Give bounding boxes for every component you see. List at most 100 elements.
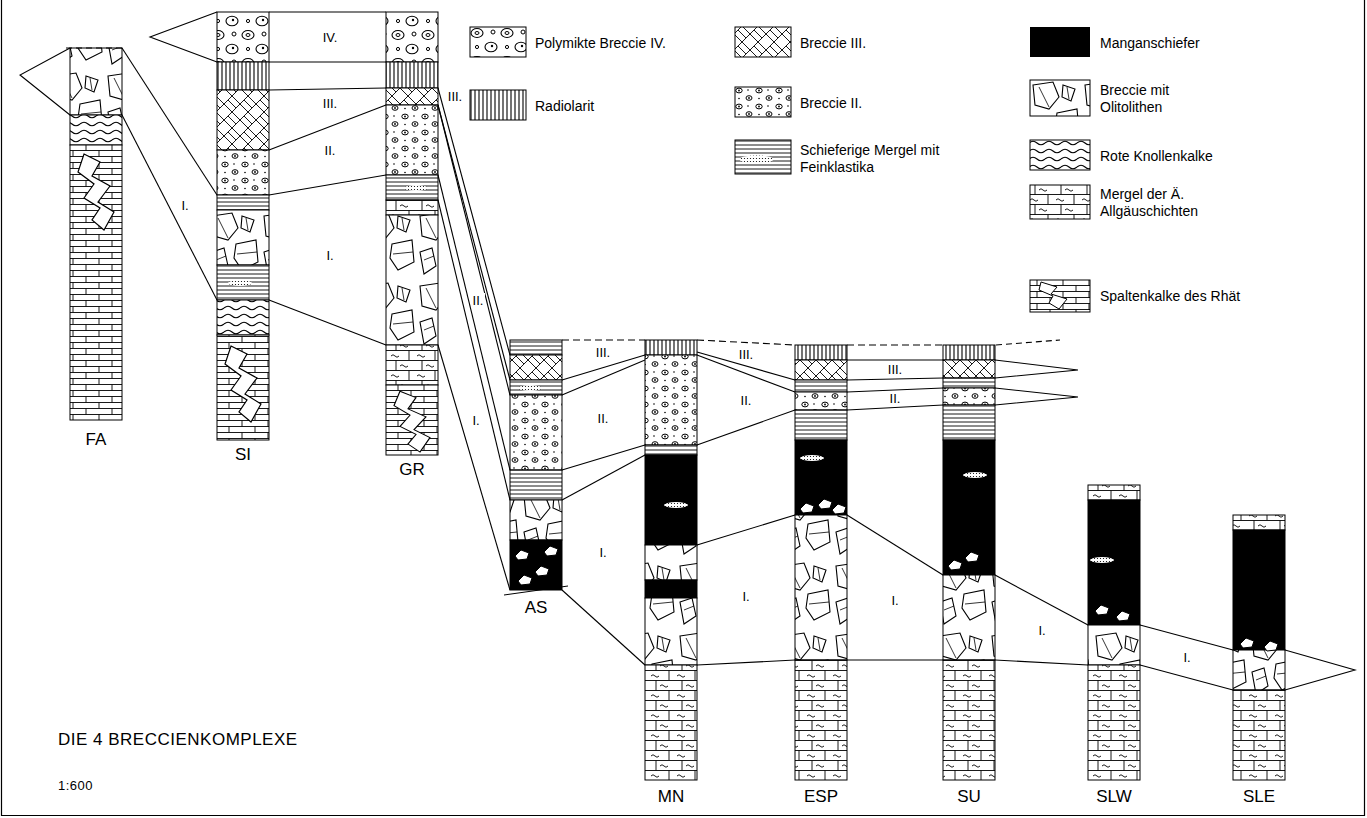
correlation-line [847, 359, 943, 360]
correlation-line [697, 660, 795, 665]
complex-number: II. [739, 393, 754, 408]
complex-number: III. [737, 347, 755, 362]
stratigraphic-column: FA [70, 48, 122, 451]
legend-swatch [469, 89, 527, 121]
legend-swatch [734, 86, 792, 118]
legend-pattern [470, 90, 526, 120]
legend-text: Polymikte Breccie IV. [535, 35, 666, 52]
complex-number: I. [1181, 650, 1192, 665]
complex-number: I. [470, 413, 481, 428]
legend-pattern [735, 140, 791, 174]
column-as [504, 340, 568, 595]
correlation-line [438, 345, 510, 590]
legend-swatch [1030, 27, 1090, 57]
correlation-line [847, 344, 943, 345]
legend-text: Schieferige Mergel mit Feinklastika [800, 142, 950, 176]
correlation-line [438, 200, 510, 500]
correlation-line [697, 515, 795, 545]
stratigraphic-column: SU [943, 345, 995, 808]
legend-swatch [1029, 279, 1091, 313]
correlation-line [122, 115, 217, 300]
column-label: AS [525, 597, 548, 619]
legend-pattern [735, 27, 791, 57]
column-label: SI [235, 444, 251, 466]
complex-number: III. [594, 345, 612, 360]
stratigraphic-column: SLW [1088, 485, 1140, 808]
correlation-line [269, 11, 386, 12]
complex-number: I. [179, 198, 190, 213]
complex-number: I. [324, 248, 335, 263]
legend-swatch [1029, 184, 1091, 220]
legend-text: Breccie II. [800, 95, 862, 112]
correlation-line [1140, 665, 1233, 690]
legend-swatch [1029, 139, 1091, 171]
stratigraphic-column: SI [217, 12, 269, 466]
legend-swatch [1029, 79, 1091, 117]
correlation-line [269, 61, 386, 62]
complex-number: I. [597, 545, 608, 560]
correlation-line [269, 175, 386, 195]
correlation-line [847, 378, 943, 380]
legend-swatch [734, 139, 792, 175]
legend-pattern [735, 87, 791, 117]
correlation-line [1140, 625, 1233, 650]
correlation-line [847, 659, 943, 660]
legend-swatch [734, 26, 792, 58]
column-esp [795, 345, 847, 780]
complex-number: IV. [321, 30, 340, 45]
column-si [217, 12, 269, 440]
stratigraphic-column: SLE [1233, 515, 1285, 808]
correlation-line [995, 660, 1088, 665]
complex-number: II. [596, 411, 611, 426]
column-label: ESP [804, 786, 838, 808]
column-label: SLW [1096, 786, 1132, 808]
legend-text: Breccie III. [800, 35, 866, 52]
complex-number: III. [886, 362, 904, 377]
correlation-line [438, 175, 510, 470]
legend-pattern [1030, 140, 1090, 170]
figure-note: 1:600 [58, 778, 93, 793]
legend-text: Rote Knollenkalke [1100, 148, 1213, 165]
legend-pattern [1030, 80, 1090, 116]
column-label: FA [86, 429, 107, 451]
column-sle [1233, 515, 1285, 780]
complex-number: II. [471, 293, 486, 308]
complex-number: I. [889, 593, 900, 608]
correlation-line [697, 340, 795, 345]
correlation-line [847, 405, 943, 410]
correlation-line [697, 410, 795, 445]
column-gr [386, 12, 438, 455]
stratigraphic-column: AS [510, 340, 562, 619]
column-label: MN [658, 786, 684, 808]
correlation-line [122, 48, 217, 195]
stratigraphic-column: ESP [795, 345, 847, 808]
correlation-line [562, 445, 645, 470]
legend-crack [1039, 282, 1067, 309]
correlation-line [995, 575, 1088, 625]
correlation-line [269, 300, 386, 345]
column-su [943, 345, 995, 780]
legend-pattern [1030, 185, 1090, 219]
column-mn [645, 340, 697, 780]
legend-lens [740, 155, 774, 163]
complex-number: III. [321, 96, 339, 111]
column-fa [70, 48, 122, 420]
legend-text: Radiolarit [535, 98, 594, 115]
correlation-line [562, 455, 645, 500]
column-label: SU [957, 786, 981, 808]
complex-number: III. [446, 89, 464, 104]
column-label: SLE [1243, 786, 1275, 808]
correlation-line [562, 360, 645, 395]
legend-text: Mergel der Ä. Allgäuschichten [1100, 186, 1230, 220]
complex-number: II. [888, 391, 903, 406]
column-label: GR [399, 459, 425, 481]
stratigraphic-column: MN [645, 340, 697, 808]
legend-text: Spaltenkalke des Rhät [1100, 288, 1240, 305]
correlation-line [562, 590, 645, 665]
complex-number: I. [740, 589, 751, 604]
correlation-line [562, 339, 645, 340]
